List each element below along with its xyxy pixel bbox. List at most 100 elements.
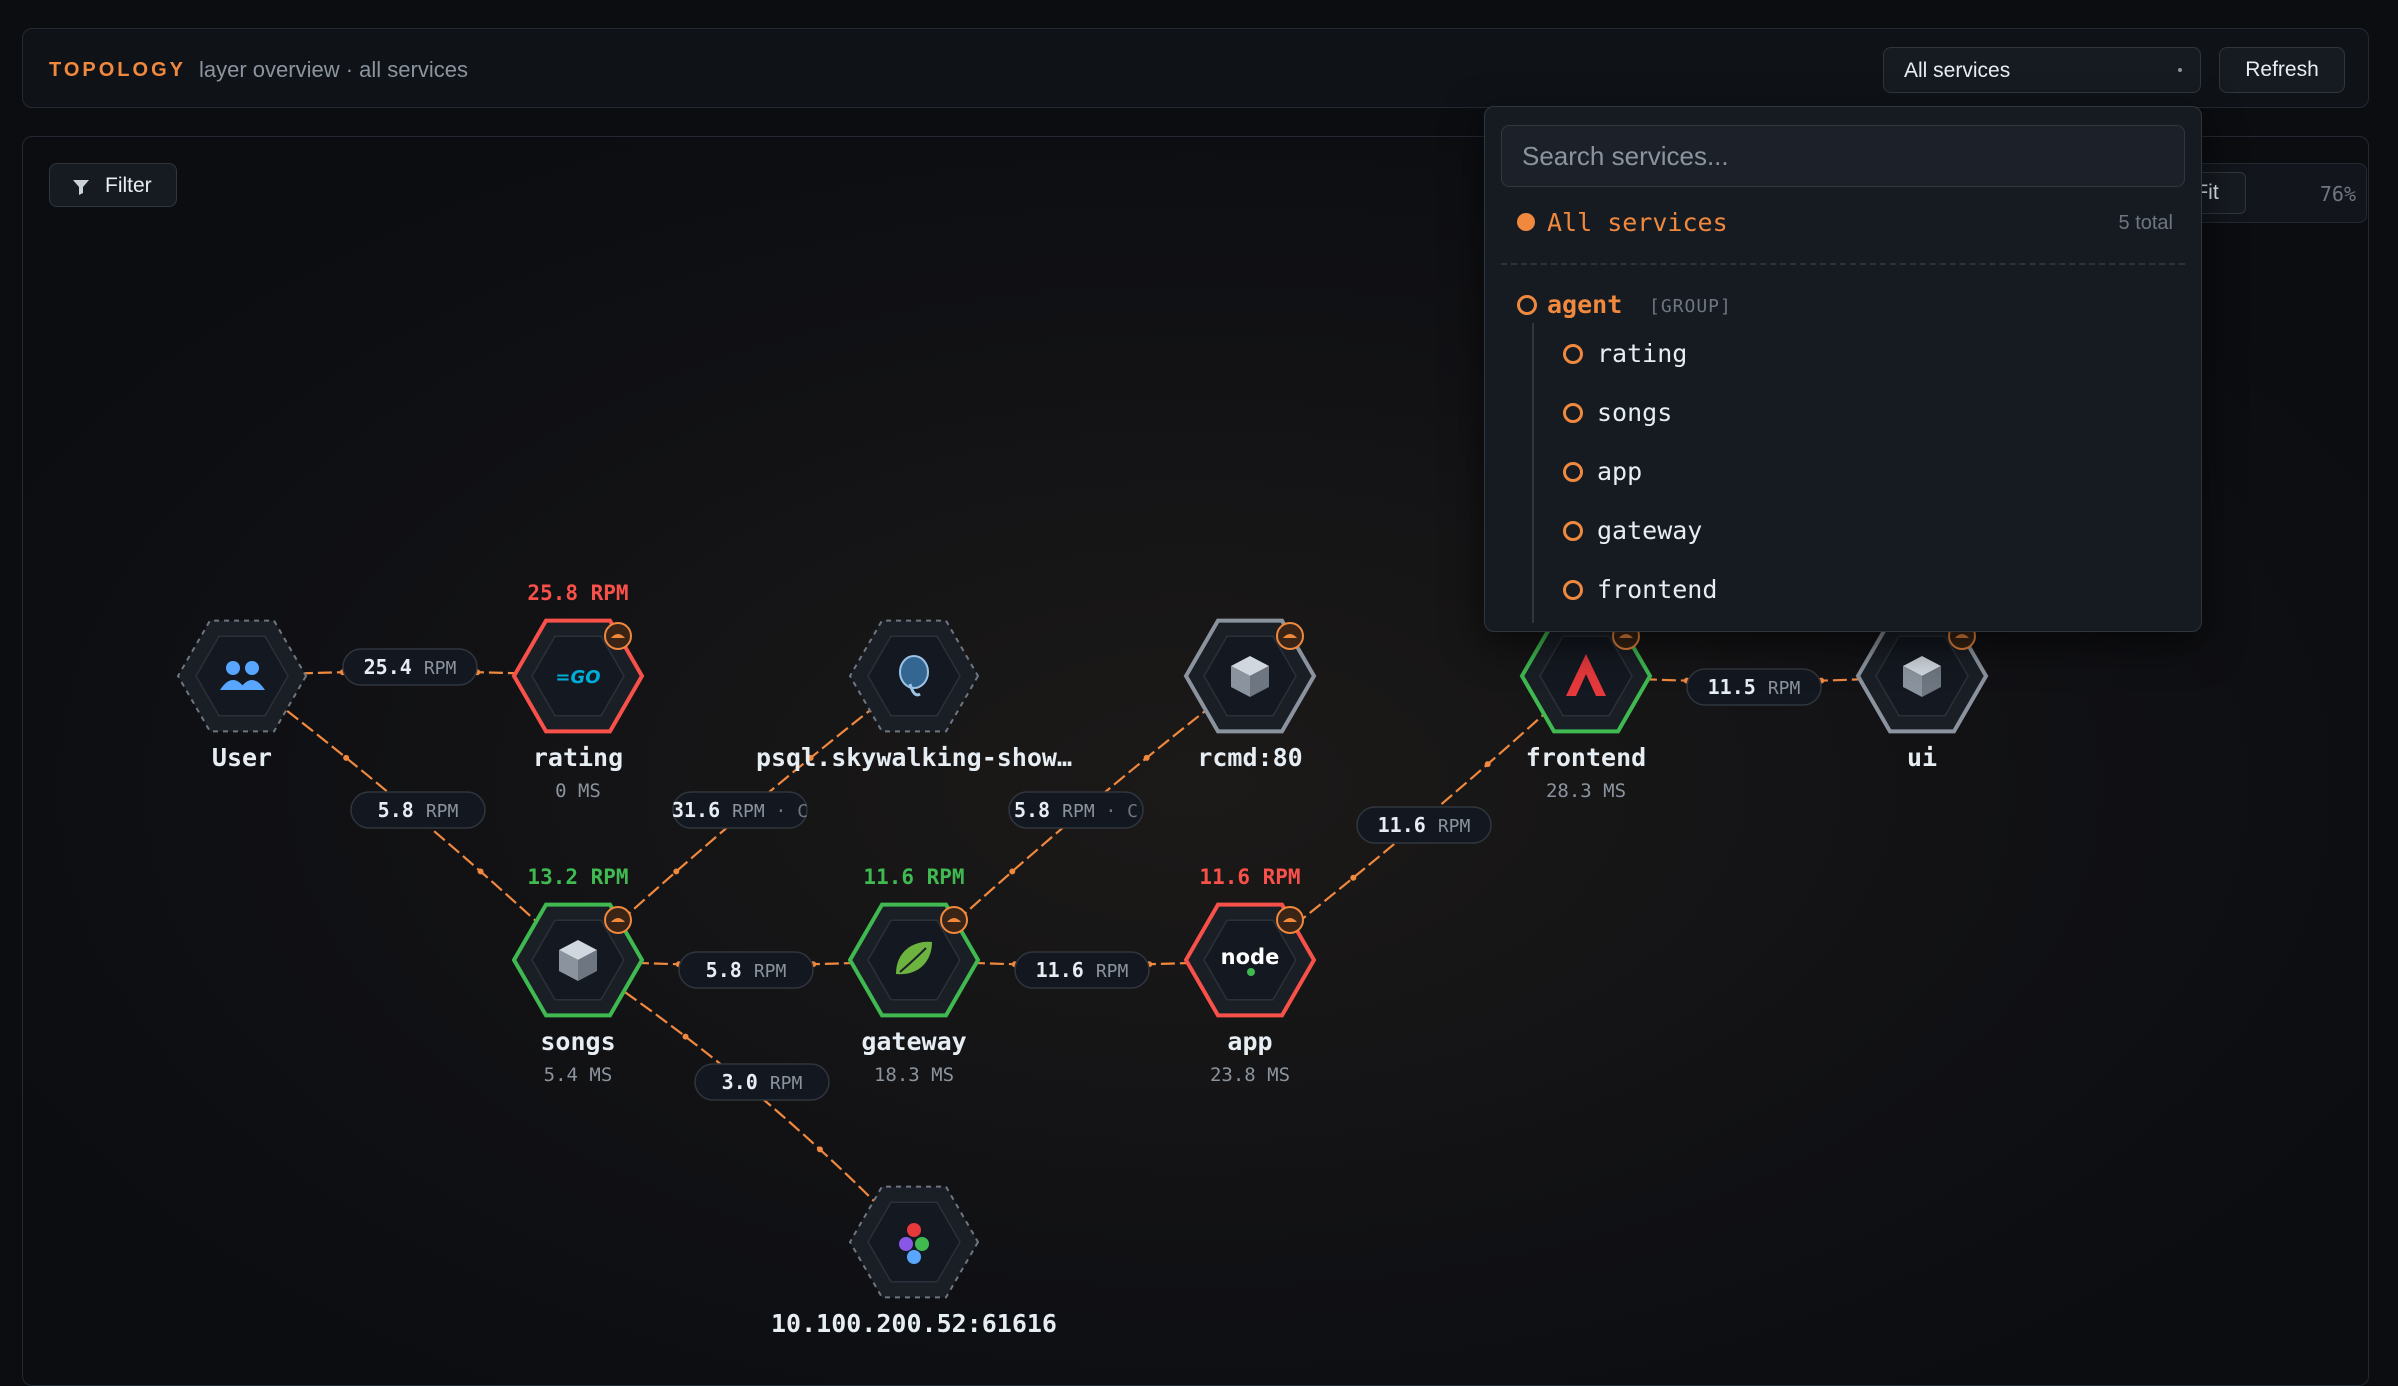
- node-inner-hexagon: [1203, 919, 1297, 1001]
- edge-flow-dot: [1009, 868, 1016, 875]
- option-gateway[interactable]: gateway: [1549, 506, 2149, 554]
- node-inner-hexagon: [195, 635, 289, 717]
- edge-flow-dot: [477, 868, 484, 875]
- search-services-input[interactable]: [1501, 125, 2185, 187]
- node-kafka[interactable]: 10.100.200.52:61616: [771, 1185, 1057, 1338]
- edge-flow-dot: [673, 868, 680, 875]
- node-name: rcmd:80: [1197, 743, 1302, 772]
- node-rpm: 11.6 RPM: [863, 865, 964, 889]
- node-name: gateway: [861, 1027, 966, 1056]
- radio-icon: [1563, 344, 1583, 364]
- node-latency: 5.4 MS: [544, 1064, 613, 1086]
- option-label: songs: [1597, 398, 1673, 427]
- divider: [1501, 263, 2185, 265]
- edge-label-pill: [1356, 806, 1492, 844]
- agent-badge-icon: [604, 622, 632, 650]
- option-songs[interactable]: songs: [1549, 388, 2149, 436]
- radio-selected-icon: [1517, 213, 1535, 231]
- edge-label-songs-psql[interactable]: 31.6 RPM · C: [672, 791, 808, 829]
- node-gateway[interactable]: gateway 18.3 MS 11.6 RPM: [847, 865, 981, 1086]
- node-name: app: [1227, 1027, 1272, 1056]
- option-all-services[interactable]: All services 5 total: [1501, 197, 2185, 247]
- edge-labels-layer: 25.4 RPM 5.8 RPM 31.6 RPM · C 5.8 RPM · C 11…: [342, 648, 1822, 1101]
- cube-icon: [1231, 656, 1269, 697]
- node-rcmd[interactable]: rcmd:80: [1183, 618, 1317, 772]
- edge-label-pill: [1014, 951, 1150, 989]
- edge-label-user-rating[interactable]: 25.4 RPM: [342, 648, 478, 686]
- edge-rpm-label: 25.4 RPM: [364, 655, 457, 679]
- node-inner-hexagon: [531, 635, 625, 717]
- zoom-level: 76%: [2319, 182, 2356, 206]
- edge-label-pill: [694, 1063, 830, 1101]
- edge-label-app-frontend[interactable]: 11.6 RPM: [1356, 806, 1492, 844]
- node-name: frontend: [1526, 743, 1646, 772]
- edge-label-gateway-app[interactable]: 11.6 RPM: [1014, 951, 1150, 989]
- chevron-down-icon: [2178, 68, 2182, 72]
- refresh-button[interactable]: Refresh: [2219, 47, 2345, 93]
- node-app[interactable]: node app 23.8 MS 11.6 RPM: [1183, 865, 1317, 1086]
- group-tree-line: [1532, 323, 1534, 623]
- node-latency: 0 MS: [555, 780, 601, 802]
- spring-icon: [896, 941, 932, 975]
- edge-rpm-label: 3.0 RPM: [722, 1070, 803, 1094]
- service-select-value: All services: [1904, 59, 2011, 82]
- edge-label-user-songs[interactable]: 5.8 RPM: [350, 791, 486, 829]
- edge-label-songs-kafka[interactable]: 3.0 RPM: [694, 1063, 830, 1101]
- edge-rpm-label: 5.8 RPM: [706, 958, 787, 982]
- activemq-icon: [899, 1223, 929, 1264]
- page-subtitle: layer overview · all services: [199, 57, 468, 82]
- edge-flow-dot: [816, 1146, 823, 1153]
- edge-flow-dot: [1484, 761, 1491, 768]
- cube-icon: [1903, 656, 1941, 697]
- node-name: psql.skywalking-show…: [756, 743, 1072, 772]
- edge-label-pill: [672, 791, 808, 829]
- node-latency: 23.8 MS: [1210, 1064, 1290, 1086]
- service-select[interactable]: All services: [1883, 47, 2201, 93]
- node-rpm: 11.6 RPM: [1199, 865, 1300, 889]
- edge-rpm-label: 31.6 RPM · C: [672, 798, 808, 822]
- node-latency: 18.3 MS: [874, 1064, 954, 1086]
- node-name: ui: [1907, 743, 1937, 772]
- edge-rpm-label: 11.6 RPM: [1378, 813, 1471, 837]
- node-inner-hexagon: [1539, 635, 1633, 717]
- cube-icon: [559, 940, 597, 981]
- agent-badge-icon: [940, 906, 968, 934]
- node-psql[interactable]: psql.skywalking-show…: [756, 619, 1072, 772]
- node-name: User: [212, 743, 272, 772]
- radio-icon: [1563, 462, 1583, 482]
- nodejs-icon: node: [1221, 945, 1279, 976]
- node-ui[interactable]: ui: [1855, 618, 1989, 772]
- agent-badge-icon: [1276, 622, 1304, 650]
- option-all-label: All services: [1547, 208, 1728, 237]
- edge-flow-dot: [682, 1033, 689, 1040]
- edge-flow-dot: [807, 754, 814, 761]
- filter-label: Filter: [105, 174, 152, 197]
- group-agent[interactable]: agent [GROUP]: [1501, 279, 2185, 329]
- edge-label-gateway-rcmd[interactable]: 5.8 RPM · C: [1008, 791, 1144, 829]
- edge-label-pill: [678, 951, 814, 989]
- option-frontend[interactable]: frontend: [1549, 565, 2149, 613]
- node-rpm: 13.2 RPM: [527, 865, 628, 889]
- filter-icon: [73, 180, 89, 195]
- edge-label-pill: [1008, 791, 1144, 829]
- group-label: agent: [1547, 290, 1623, 319]
- topology-header: TOPOLOGY layer overview · all services A…: [22, 28, 2369, 108]
- edge-label-pill: [350, 791, 486, 829]
- edge-songs-kafka[interactable]: [577, 959, 915, 1243]
- edge-flow-dot: [1143, 754, 1150, 761]
- users-icon: [220, 661, 265, 690]
- service-dropdown: All services 5 total agent [GROUP] ratin…: [1484, 106, 2202, 632]
- option-app[interactable]: app: [1549, 447, 2149, 495]
- option-rating[interactable]: rating: [1549, 329, 2149, 377]
- edge-flow-dot: [1350, 874, 1357, 881]
- option-all-count: 5 total: [2118, 212, 2173, 234]
- edge-label-frontend-ui[interactable]: 11.5 RPM: [1686, 668, 1822, 706]
- node-user[interactable]: User: [176, 619, 308, 772]
- filter-button[interactable]: Filter: [49, 163, 177, 207]
- edge-label-songs-gateway[interactable]: 5.8 RPM: [678, 951, 814, 989]
- agent-badge-icon: [604, 906, 632, 934]
